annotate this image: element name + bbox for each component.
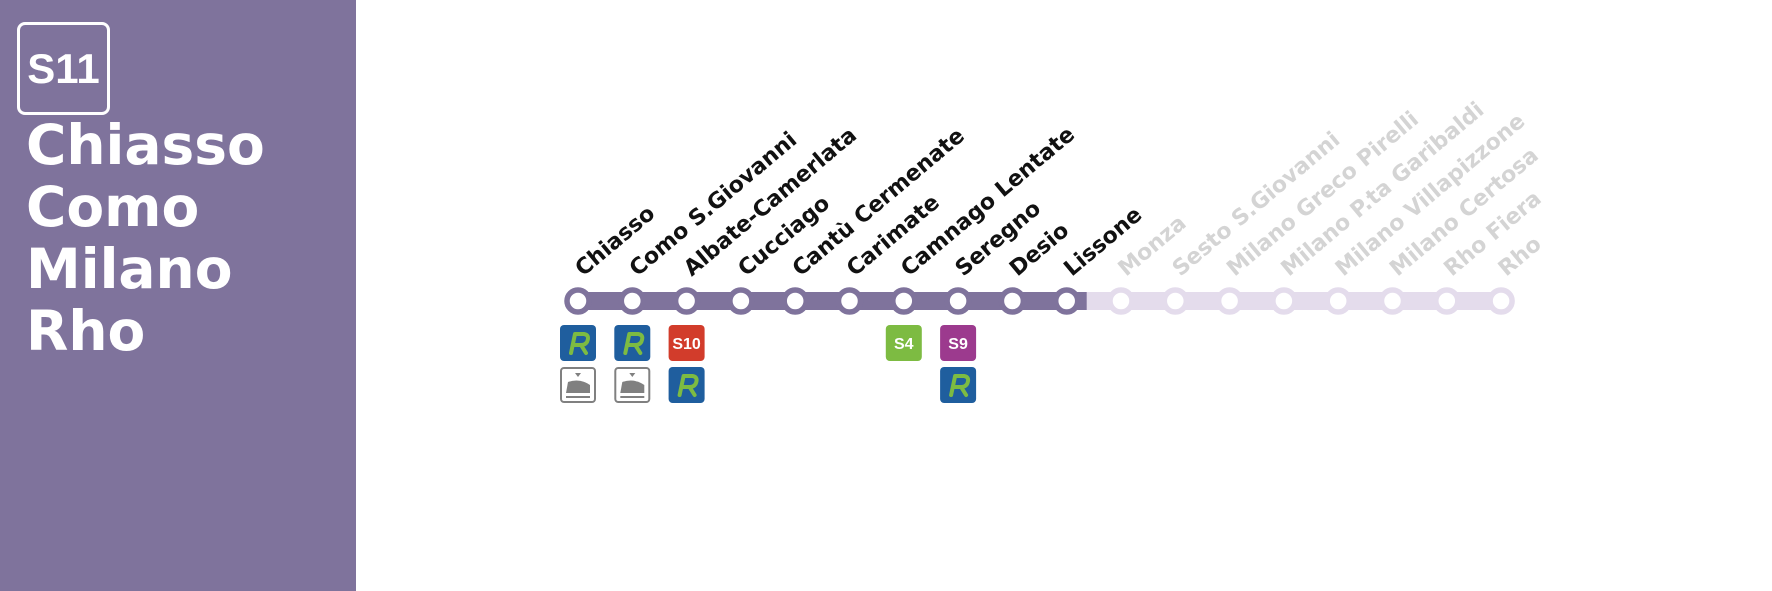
station-stop[interactable] xyxy=(944,287,972,315)
station-stop[interactable] xyxy=(1270,287,1298,315)
station-stop[interactable] xyxy=(1107,287,1135,315)
terminus-name: Como xyxy=(26,175,200,239)
station-stop[interactable] xyxy=(564,287,592,315)
station-stop[interactable] xyxy=(890,287,918,315)
station-stop[interactable] xyxy=(1378,287,1407,315)
regional-train-icon xyxy=(940,367,977,403)
station-stop[interactable] xyxy=(1324,287,1352,315)
terminus-name: Chiasso xyxy=(26,113,265,177)
terminus-name: Rho xyxy=(26,299,146,363)
station-stop[interactable] xyxy=(1161,287,1190,315)
svg-text:S10: S10 xyxy=(672,336,701,353)
s10-line-badge: S10 xyxy=(668,325,705,361)
s4-line-badge: S4 xyxy=(885,325,922,361)
svg-text:S9: S9 xyxy=(948,336,968,353)
station-stop[interactable] xyxy=(1052,287,1081,315)
long-distance-train-icon xyxy=(560,367,596,403)
regional-train-icon xyxy=(668,367,705,403)
s9-line-badge: S9 xyxy=(940,325,977,361)
station-stop[interactable] xyxy=(1215,287,1244,315)
station-stop[interactable] xyxy=(835,287,864,315)
station-stop[interactable] xyxy=(727,287,755,315)
long-distance-train-icon xyxy=(614,367,651,403)
svg-text:S4: S4 xyxy=(894,336,914,353)
terminus-name: Milano xyxy=(26,237,233,301)
regional-train-icon xyxy=(614,325,651,361)
station-stop[interactable] xyxy=(618,287,647,315)
station-stop[interactable] xyxy=(672,287,701,315)
station-stop[interactable] xyxy=(781,287,809,315)
station-stop[interactable] xyxy=(1487,287,1515,315)
station-stop[interactable] xyxy=(998,287,1027,315)
regional-train-icon xyxy=(560,325,596,361)
station-stop[interactable] xyxy=(1433,287,1461,315)
line-sidebar: S11 Chiasso Como Milano Rho xyxy=(0,0,356,591)
line-code-badge: S11 xyxy=(17,22,110,115)
